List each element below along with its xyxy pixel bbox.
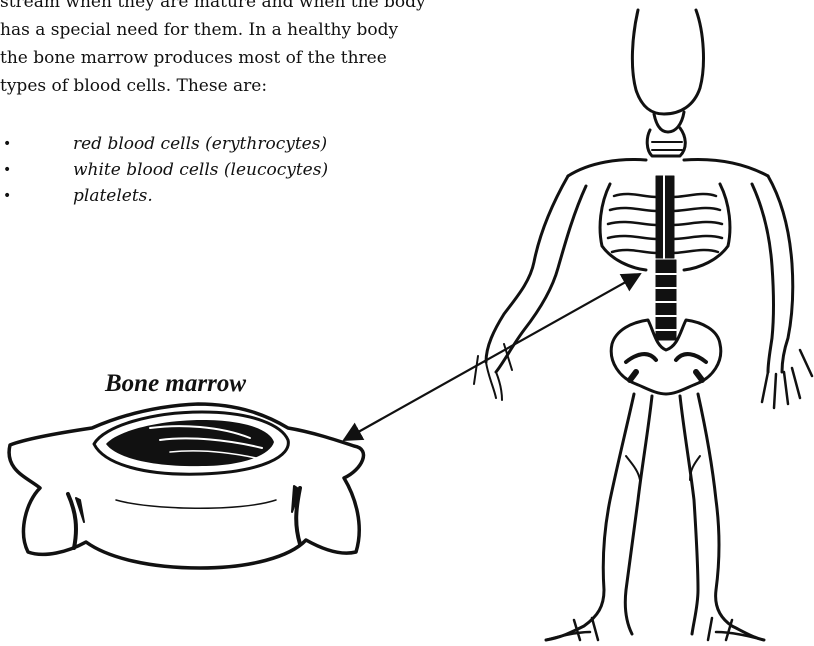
pointer-arrow xyxy=(344,274,640,440)
vertebra-illustration xyxy=(9,404,363,568)
skeleton-illustration xyxy=(474,10,812,640)
